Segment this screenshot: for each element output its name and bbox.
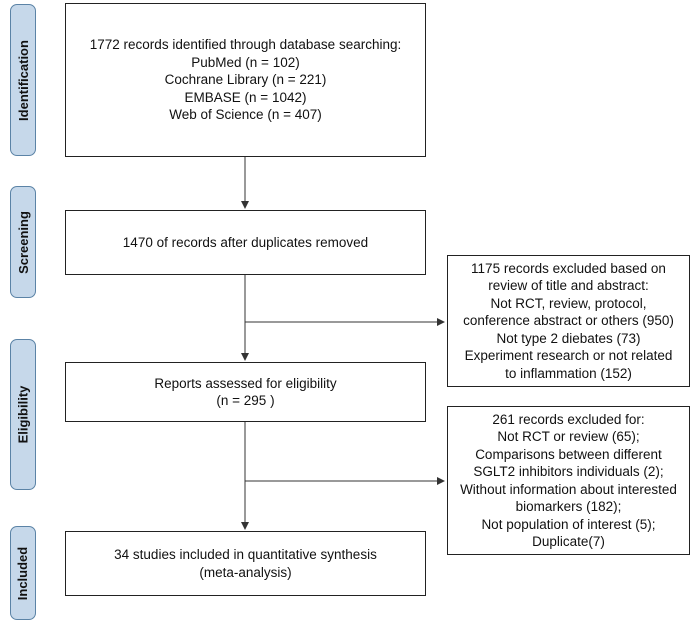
identification-line: EMBASE (n = 1042): [184, 89, 307, 105]
stage-eligibility: Eligibility: [10, 339, 36, 490]
eligibility-line: Reports assessed for eligibility: [154, 375, 337, 391]
included-box: 34 studies included in quantitative synt…: [65, 531, 426, 596]
stage-label-eligibility: Eligibility: [15, 385, 31, 444]
screening-excluded-line: conference abstract or others (950): [463, 313, 674, 329]
stage-included: Included: [10, 526, 36, 620]
screening-excluded-line: Experiment research or not related: [464, 348, 673, 364]
identification-line: PubMed (n = 102): [191, 54, 300, 70]
screening-excluded-line: to inflammation (152): [505, 365, 632, 381]
screening-excluded-line: Not type 2 diebates (73): [496, 330, 641, 346]
eligibility-excluded-line: 261 records excluded for:: [492, 411, 645, 427]
stage-identification: Identification: [10, 4, 36, 156]
eligibility-line: (n = 295 ): [216, 393, 275, 408]
eligibility-excluded-line: Not RCT or review (65);: [497, 429, 640, 444]
identification-line: Web of Science (n = 407): [169, 107, 322, 123]
stage-screening: Screening: [10, 186, 36, 298]
eligibility-excluded-line: Duplicate(7): [532, 534, 605, 549]
eligibility-excluded-line: Comparisons between different: [475, 446, 662, 462]
screening-line: 1470 of records after duplicates removed: [122, 234, 369, 250]
identification-box: 1772 records identified through database…: [65, 3, 426, 157]
eligibility-excluded-line: Not population of interest (5);: [481, 516, 656, 532]
eligibility-excluded-line: Without information about interested: [460, 481, 677, 497]
stage-label-included: Included: [15, 546, 31, 600]
screening-excluded-line: Not RCT, review, protocol,: [490, 295, 647, 311]
eligibility-excluded-line: SGLT2 inhibitors individuals (2);: [473, 464, 664, 479]
screening-excluded-line: review of title and abstract:: [488, 278, 649, 294]
identification-line: Cochrane Library (n = 221): [164, 72, 327, 88]
eligibility-excluded-box: 261 records excluded for: Not RCT or rev…: [447, 406, 690, 555]
stage-label-identification: Identification: [15, 39, 31, 121]
eligibility-excluded-line: biomarkers (182);: [515, 499, 622, 514]
identification-line: 1772 records identified through database…: [89, 37, 402, 53]
included-line: 34 studies included in quantitative synt…: [114, 547, 377, 562]
stage-label-screening: Screening: [15, 210, 31, 274]
screening-box: 1470 of records after duplicates removed: [65, 210, 426, 275]
screening-excluded-box: 1175 records excluded based on review of…: [447, 255, 690, 387]
eligibility-box: Reports assessed for eligibility (n = 29…: [65, 362, 426, 422]
screening-excluded-line: 1175 records excluded based on: [471, 260, 666, 276]
included-line: (meta-analysis): [199, 564, 292, 580]
